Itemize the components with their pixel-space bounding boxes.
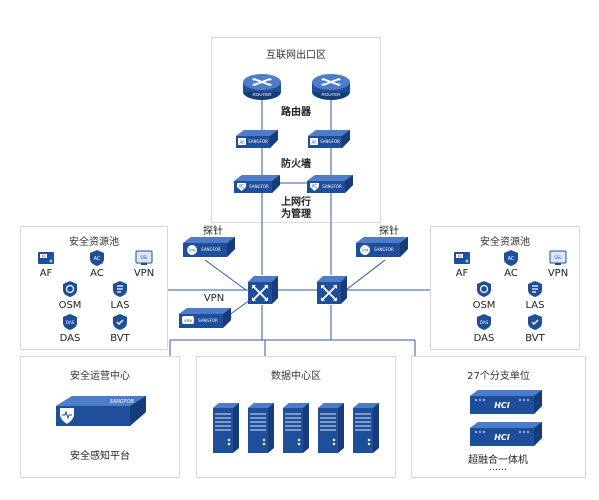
pool-item-label: VPN (133, 268, 155, 279)
server-icon (353, 403, 379, 453)
soc-zone-title: 安全运营中心 (70, 371, 130, 382)
security-pool-right: 安全资源池 (430, 226, 580, 350)
firewall-brand: SANGFOR (320, 139, 340, 144)
pool-item-label: OSM (472, 300, 496, 311)
osm-shield-icon (63, 281, 77, 297)
vpn-device-icon: VPN SANGFOR (179, 308, 231, 328)
probe-sta-text: STA (361, 248, 368, 253)
probe-left-label: 探针 (203, 226, 223, 237)
branch-zone-title: 27个分支单位 (467, 371, 530, 382)
svg-text:AF: AF (457, 255, 462, 259)
probe-sta-text: STA (188, 248, 195, 253)
svg-text:AC: AC (94, 256, 101, 262)
security-awareness-platform-icon: SANGFOR (56, 396, 146, 426)
probe-sta-icon: STA SANGFOR (356, 237, 408, 257)
svg-text:SANGFOR: SANGFOR (198, 318, 218, 323)
pool-item-label: AC (504, 268, 518, 279)
security-pool-right-title: 安全资源池 (480, 237, 530, 248)
internet-exit-zone-title: 互联网出口区 (266, 50, 326, 61)
svg-text:AF: AF (41, 255, 46, 259)
bvt-shield-icon (528, 314, 542, 330)
core-switch-icon (317, 276, 347, 304)
ac-device-brand: SANGFOR (322, 184, 342, 189)
branch-device-label: 超融合一体机 (468, 455, 528, 466)
soc-brand: SANGFOR (110, 399, 135, 405)
hci-appliance-icon: HCI (470, 390, 542, 414)
svg-text:SANGFOR: SANGFOR (201, 247, 221, 252)
ssl-vpn-icon: SSL (135, 250, 153, 265)
pool-item-label: LAS (525, 300, 545, 311)
router-label: 路由器 (281, 107, 311, 118)
hci-text: HCI (494, 433, 510, 442)
svg-text:AC: AC (239, 184, 245, 189)
server-icon (283, 403, 309, 453)
soc-device-label: 安全感知平台 (70, 451, 130, 462)
firewall-icon: AF SANGFOR (308, 130, 350, 148)
pool-item-label: LAS (110, 300, 130, 311)
pool-item-label: BVT (110, 333, 130, 344)
las-shield-icon (528, 281, 542, 297)
router-text: ROUTER (253, 92, 273, 97)
router-text: ROUTER (322, 92, 342, 97)
ac-device-brand: SANGFOR (249, 184, 269, 189)
bvt-shield-icon (113, 314, 127, 330)
svg-text:AC: AC (508, 256, 515, 262)
server-icon (318, 403, 344, 453)
ac-shield-icon: AC (504, 250, 518, 266)
firewall-icon: AF SANGFOR (236, 130, 278, 148)
datacenter-zone-title: 数据中心区 (271, 371, 321, 382)
ac-label-line1: 上网行 (281, 197, 311, 208)
router-icon: ROUTER (243, 74, 281, 100)
core-switch-icon (248, 276, 278, 304)
osm-shield-icon (477, 281, 491, 297)
svg-text:AF: AF (311, 140, 317, 145)
branch-zone: 27个分支单位 (411, 356, 586, 478)
pool-item-label: AF (455, 268, 469, 279)
pool-item-label: BVT (525, 333, 545, 344)
af-icon: AF (454, 252, 470, 264)
svg-text:DAS: DAS (480, 320, 489, 325)
server-icon (248, 403, 274, 453)
vpn-label: VPN (203, 293, 225, 304)
server-icon (213, 403, 239, 453)
vpn-device-text: VPN (184, 318, 192, 323)
firewall-brand: SANGFOR (248, 139, 268, 144)
af-icon: AF (38, 252, 54, 264)
probe-right-label: 探针 (379, 226, 399, 237)
ac-device-icon: AC SANGFOR (234, 175, 280, 193)
ssl-vpn-icon: SSL (549, 250, 567, 265)
branch-ellipsis: …… (489, 463, 507, 473)
firewall-label: 防火墙 (281, 159, 311, 170)
hci-appliance-icon: HCI (470, 422, 542, 446)
probe-sta-icon: STA SANGFOR (183, 237, 235, 257)
security-pool-left-title: 安全资源池 (69, 237, 119, 248)
security-pool-left: 安全资源池 (20, 226, 168, 350)
las-shield-icon (113, 281, 127, 297)
router-icon: ROUTER (312, 74, 350, 100)
svg-text:SANGFOR: SANGFOR (374, 247, 394, 252)
ac-label-line2: 为管理 (281, 209, 311, 220)
das-shield-icon: DAS (63, 314, 77, 330)
svg-text:AF: AF (239, 140, 245, 145)
pool-item-label: VPN (547, 268, 569, 279)
hci-text: HCI (494, 401, 510, 410)
svg-text:SSL: SSL (554, 255, 562, 260)
pool-item-label: DAS (473, 333, 495, 344)
pool-item-label: AC (90, 268, 104, 279)
ac-device-icon: AC SANGFOR (307, 175, 353, 193)
pool-item-label: AF (39, 268, 53, 279)
das-shield-icon: DAS (477, 314, 491, 330)
svg-text:DAS: DAS (66, 320, 75, 325)
svg-text:AC: AC (312, 184, 318, 189)
pool-item-label: DAS (59, 333, 81, 344)
svg-text:SSL: SSL (140, 255, 148, 260)
pool-item-label: OSM (58, 300, 82, 311)
ac-shield-icon: AC (90, 250, 104, 266)
